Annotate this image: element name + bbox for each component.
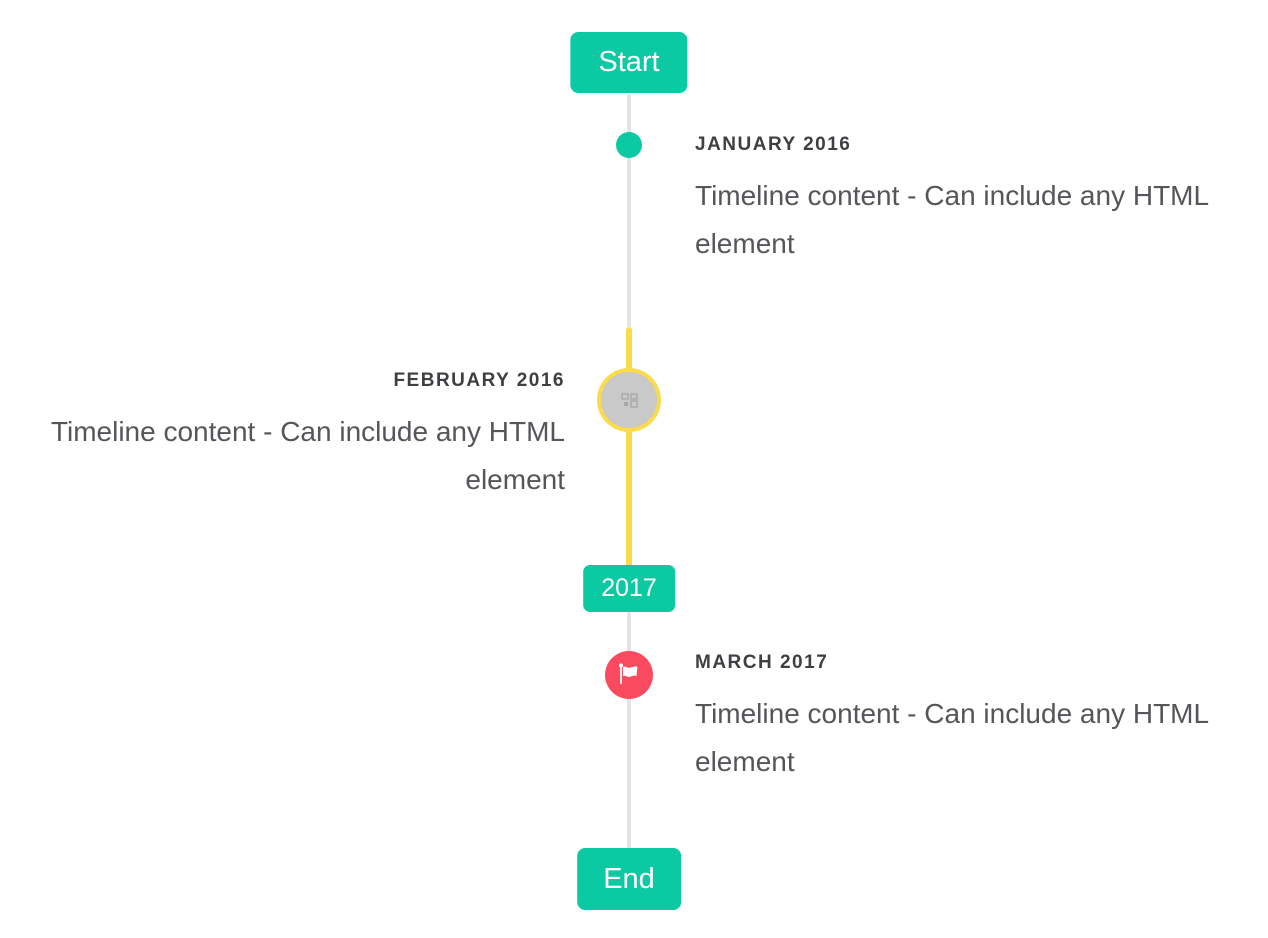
entry-title: FEBRUARY 2016 xyxy=(393,370,565,391)
timeline-entry-february-2016: FEBRUARY 2016 Timeline content - Can inc… xyxy=(25,368,565,504)
timeline-line-segment-yellow xyxy=(626,327,632,568)
flag-icon xyxy=(616,662,642,688)
timeline-entry-january-2016: JANUARY 2016 Timeline content - Can incl… xyxy=(695,132,1225,268)
year-2017-badge[interactable]: 2017 xyxy=(583,565,675,612)
timeline-entry-march-2017: MARCH 2017 Timeline content - Can includ… xyxy=(695,650,1225,786)
start-badge[interactable]: Start xyxy=(570,32,688,93)
gray-circle-marker xyxy=(597,368,661,432)
entry-content: Timeline content - Can include any HTML … xyxy=(50,416,565,495)
entry-title: MARCH 2017 xyxy=(695,652,829,673)
broken-image-icon xyxy=(620,392,638,408)
timeline-line-segment-gray-top xyxy=(627,94,631,327)
red-circle-marker xyxy=(605,651,653,699)
entry-content: Timeline content - Can include any HTML … xyxy=(695,180,1209,259)
entry-content: Timeline content - Can include any HTML … xyxy=(695,698,1209,777)
teal-dot-marker xyxy=(616,132,642,158)
end-badge[interactable]: End xyxy=(577,848,681,910)
entry-title: JANUARY 2016 xyxy=(695,134,852,155)
timeline-line-segment-gray-bottom xyxy=(627,612,631,849)
